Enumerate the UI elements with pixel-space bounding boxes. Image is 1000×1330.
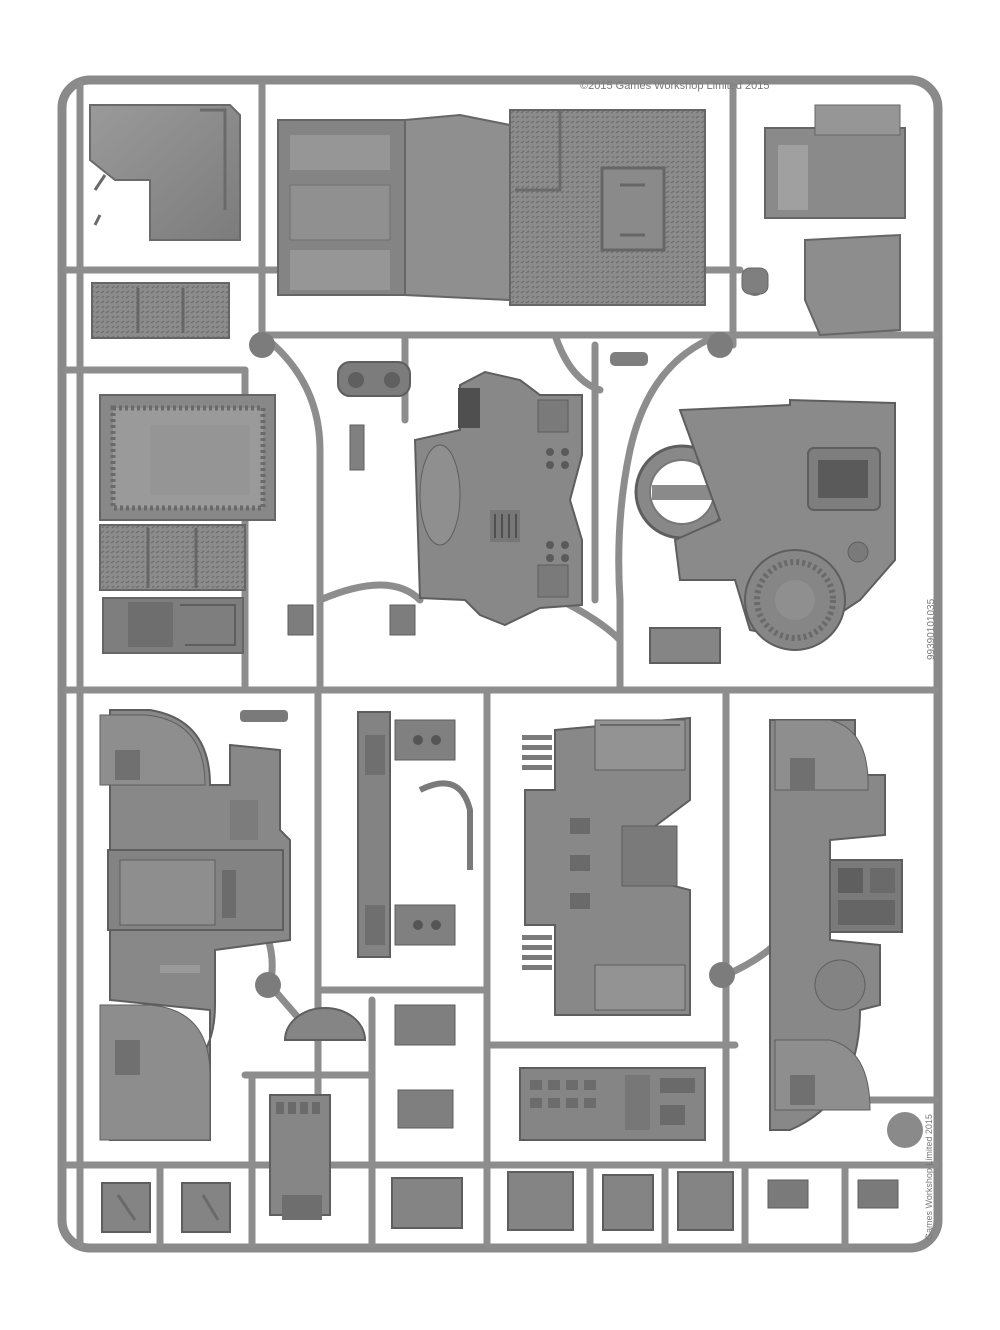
- part-bottom-row: [101, 1004, 899, 1233]
- part-turret-hatch: [634, 398, 896, 651]
- frame-markings: ©2015 Games Workshop Limited 2015 993901…: [580, 80, 937, 1240]
- part-cab-top: [741, 104, 906, 337]
- part-hull-plate: [277, 109, 706, 306]
- part-grill-plate: [91, 282, 230, 339]
- part-left-side-hull: [99, 709, 291, 1141]
- side-code: 99390101035: [926, 598, 937, 660]
- part-chassis-center: [413, 370, 583, 627]
- part-vertical-bracket: [357, 711, 473, 958]
- part-small-brackets: [240, 352, 721, 722]
- sprue-runners: [62, 80, 939, 1249]
- sprue-frame: [57, 75, 943, 1253]
- copyright-top: ©2015 Games Workshop Limited 2015: [580, 80, 770, 92]
- part-twin-lamps: [337, 361, 411, 471]
- part-right-side-hull: [769, 719, 923, 1148]
- copyright-bottom: Games Workshop Limited 2015: [924, 1114, 934, 1240]
- part-mesh-panel: [99, 394, 276, 654]
- part-corner-plate: [89, 104, 241, 241]
- part-engine-panel: [522, 716, 691, 1016]
